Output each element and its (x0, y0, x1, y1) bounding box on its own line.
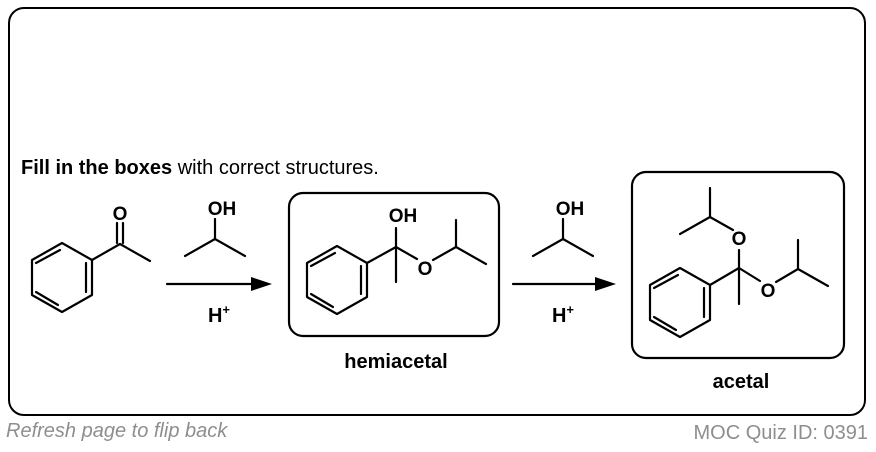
carbonyl-oxygen-label: O (113, 204, 128, 225)
hemiacetal-ether-oxygen-label: O (418, 259, 433, 280)
instruction-bold: Fill in the boxes (21, 157, 173, 179)
acetal-answer-box[interactable] (630, 170, 846, 360)
hemiacetal-oh-label: OH (389, 206, 418, 227)
acid-h-2: H (552, 305, 566, 327)
hemiacetal-benzene-ring (305, 244, 369, 316)
acid-charge-1: + (222, 302, 230, 317)
isopropanol-oh-label-2: OH (556, 199, 585, 220)
benzene-ring (30, 241, 94, 314)
arrow-head-2 (595, 277, 616, 291)
instruction-rest: with correct structures. (172, 157, 379, 179)
reagent-isopropanol-2: OH (531, 199, 595, 258)
hemiacetal-structure: OH O (305, 206, 488, 316)
acetal-upper-oxygen-label: O (732, 229, 747, 250)
acid-charge-2: + (566, 302, 574, 317)
hemiacetal-answer-box[interactable] (287, 191, 501, 338)
hemiacetal-caption: hemiacetal (344, 351, 447, 373)
flip-back-hint: Refresh page to flip back (6, 420, 228, 442)
isopropanol-oh-label: OH (208, 199, 237, 220)
acetal-lower-oxygen-label: O (761, 281, 776, 302)
acid-h-1: H (208, 305, 222, 327)
quiz-card (8, 7, 866, 416)
acid-catalyst-1: H+ (208, 302, 230, 327)
quiz-id: MOC Quiz ID: 0391 (693, 422, 868, 444)
acetophenone-structure: O (30, 204, 152, 314)
reagent-isopropanol-1: OH (183, 199, 247, 258)
arrow-head-1 (251, 277, 272, 291)
acid-catalyst-2: H+ (552, 302, 574, 327)
acetal-caption: acetal (713, 371, 770, 393)
acetal-structure: O O (648, 186, 830, 339)
instruction-text: Fill in the boxes with correct structure… (21, 157, 379, 180)
acetal-benzene-ring (648, 266, 712, 339)
